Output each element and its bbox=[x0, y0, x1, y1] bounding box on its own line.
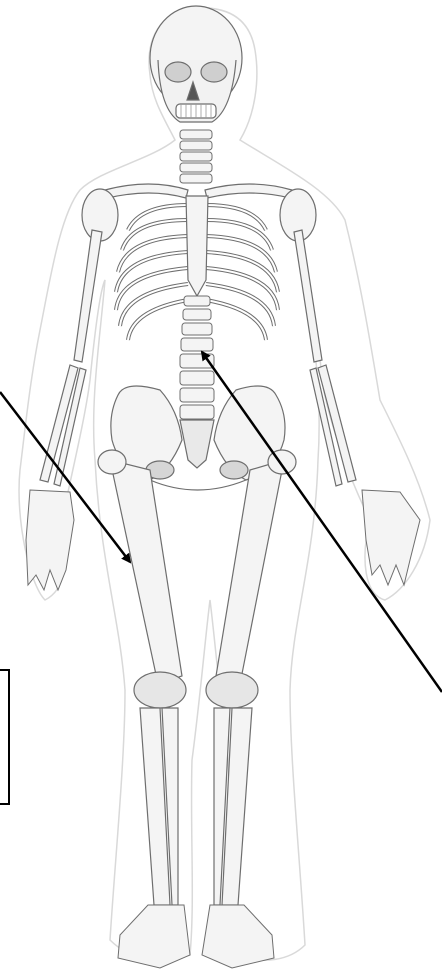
sternum bbox=[186, 196, 208, 296]
feet bbox=[118, 905, 274, 968]
tibia-fibula bbox=[140, 708, 252, 905]
lumbar-vertebrae bbox=[180, 296, 214, 419]
cervical-vertebrae bbox=[180, 130, 212, 183]
label-box bbox=[0, 669, 10, 805]
